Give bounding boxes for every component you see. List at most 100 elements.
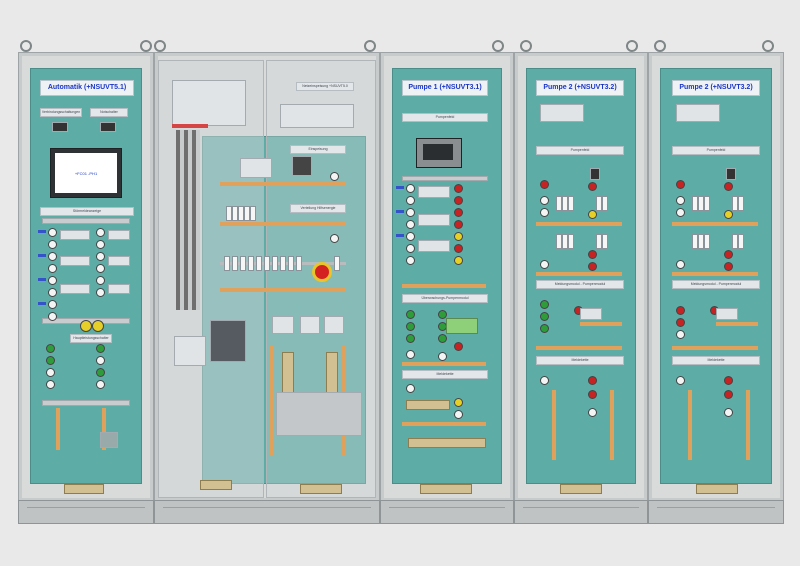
miniature-circuit-breaker[interactable]	[264, 256, 270, 271]
miniature-circuit-breaker[interactable]	[232, 206, 238, 221]
miniature-circuit-breaker[interactable]	[698, 196, 704, 211]
label: Meldekette	[402, 370, 488, 379]
miniature-circuit-breaker[interactable]	[704, 234, 710, 249]
terminal-strip	[300, 484, 342, 494]
miniature-circuit-breaker[interactable]	[256, 256, 262, 271]
lifting-eye-icon	[520, 40, 532, 52]
lifting-eye-icon	[762, 40, 774, 52]
meter	[292, 156, 312, 176]
label: Verbindungsschaltungen	[40, 108, 82, 117]
relay-module	[60, 230, 90, 240]
miniature-circuit-breaker[interactable]	[562, 196, 568, 211]
terminal-strip	[200, 480, 232, 490]
pilot-light	[676, 330, 685, 339]
cable-duct-vertical	[552, 390, 556, 460]
cable-duct-horizontal	[402, 422, 486, 426]
breaker-row	[280, 104, 354, 128]
miniature-circuit-breaker[interactable]	[562, 234, 568, 249]
miniature-circuit-breaker[interactable]	[596, 196, 602, 211]
miniature-circuit-breaker[interactable]	[568, 196, 574, 211]
miniature-circuit-breaker[interactable]	[596, 234, 602, 249]
miniature-circuit-breaker[interactable]	[556, 234, 562, 249]
cable-duct	[42, 218, 130, 224]
miniature-circuit-breaker[interactable]	[334, 256, 340, 271]
selector-switch[interactable]	[726, 168, 736, 180]
miniature-circuit-breaker[interactable]	[732, 196, 738, 211]
pilot-light-yellow	[724, 210, 733, 219]
miniature-circuit-breaker[interactable]	[568, 234, 574, 249]
cable-duct-vertical	[688, 390, 692, 460]
relay-module	[108, 230, 130, 240]
pilot-light	[406, 196, 415, 205]
pilot-light	[96, 356, 105, 365]
miniature-circuit-breaker[interactable]	[704, 196, 710, 211]
contactor	[300, 316, 320, 334]
pilot-light	[406, 232, 415, 241]
miniature-circuit-breaker[interactable]	[698, 234, 704, 249]
label: Meldungsmodul - Pumpenmodul	[672, 280, 760, 289]
miniature-circuit-breaker[interactable]	[692, 196, 698, 211]
pilot-light-green	[96, 368, 105, 377]
lifting-eye-icon	[20, 40, 32, 52]
cable-duct-vertical	[746, 390, 750, 460]
miniature-circuit-breaker[interactable]	[556, 196, 562, 211]
cable-duct-vertical	[610, 390, 614, 460]
pilot-light	[48, 276, 57, 285]
terminal-block	[100, 432, 118, 448]
hmi-touch-panel[interactable]: +FC01 -PH1	[50, 148, 122, 198]
miniature-circuit-breaker[interactable]	[272, 256, 278, 271]
miniature-circuit-breaker[interactable]	[602, 234, 608, 249]
cabinet-title-left: Automatik (+NSUVT5.1)	[40, 80, 134, 96]
miniature-circuit-breaker[interactable]	[226, 206, 232, 221]
pilot-light	[406, 350, 415, 359]
fuse-switch[interactable]	[174, 336, 206, 366]
cable-duct-vertical	[56, 408, 60, 450]
lifting-eye-icon	[654, 40, 666, 52]
pilot-light	[676, 196, 685, 205]
selector-switch[interactable]	[100, 122, 116, 132]
selector-switch[interactable]	[52, 122, 68, 132]
main-disconnect-switch[interactable]	[210, 320, 246, 362]
lifting-eye-icon	[626, 40, 638, 52]
miniature-circuit-breaker[interactable]	[738, 196, 744, 211]
vertical-busbars	[176, 130, 200, 310]
pilot-light	[96, 240, 105, 249]
pilot-light-green	[540, 300, 549, 309]
pilot-light-red	[724, 250, 733, 259]
miniature-circuit-breaker[interactable]	[296, 256, 302, 271]
miniature-circuit-breaker[interactable]	[248, 256, 254, 271]
pilot-light	[724, 408, 733, 417]
mounting-plate-pump2b	[660, 68, 772, 484]
pilot-light	[48, 240, 57, 249]
miniature-circuit-breaker[interactable]	[244, 206, 250, 221]
pilot-light-green	[406, 322, 415, 331]
lifting-eye-icon	[492, 40, 504, 52]
miniature-circuit-breaker[interactable]	[288, 256, 294, 271]
selector-switch[interactable]	[590, 168, 600, 180]
emergency-stop-button[interactable]	[312, 262, 332, 282]
device-tag	[396, 186, 404, 189]
plc-module	[676, 104, 720, 122]
miniature-circuit-breaker[interactable]	[280, 256, 286, 271]
cabinet-plinth	[18, 500, 154, 524]
pilot-light	[48, 252, 57, 261]
relay-module	[580, 308, 602, 320]
miniature-circuit-breaker[interactable]	[692, 234, 698, 249]
miniature-circuit-breaker[interactable]	[224, 256, 230, 271]
miniature-circuit-breaker[interactable]	[240, 256, 246, 271]
miniature-circuit-breaker[interactable]	[238, 206, 244, 221]
cable-duct-horizontal	[672, 346, 758, 350]
pilot-light	[96, 252, 105, 261]
hmi-panel[interactable]	[416, 138, 462, 168]
label: Überwachungs-Pumpenmodul	[402, 294, 488, 303]
miniature-circuit-breaker[interactable]	[232, 256, 238, 271]
pilot-light	[540, 260, 549, 269]
pilot-light	[46, 368, 55, 377]
terminal-module-green	[446, 318, 478, 334]
device-tag	[396, 210, 404, 213]
miniature-circuit-breaker[interactable]	[602, 196, 608, 211]
miniature-circuit-breaker[interactable]	[250, 206, 256, 221]
miniature-circuit-breaker[interactable]	[738, 234, 744, 249]
pilot-light	[406, 220, 415, 229]
miniature-circuit-breaker[interactable]	[732, 234, 738, 249]
